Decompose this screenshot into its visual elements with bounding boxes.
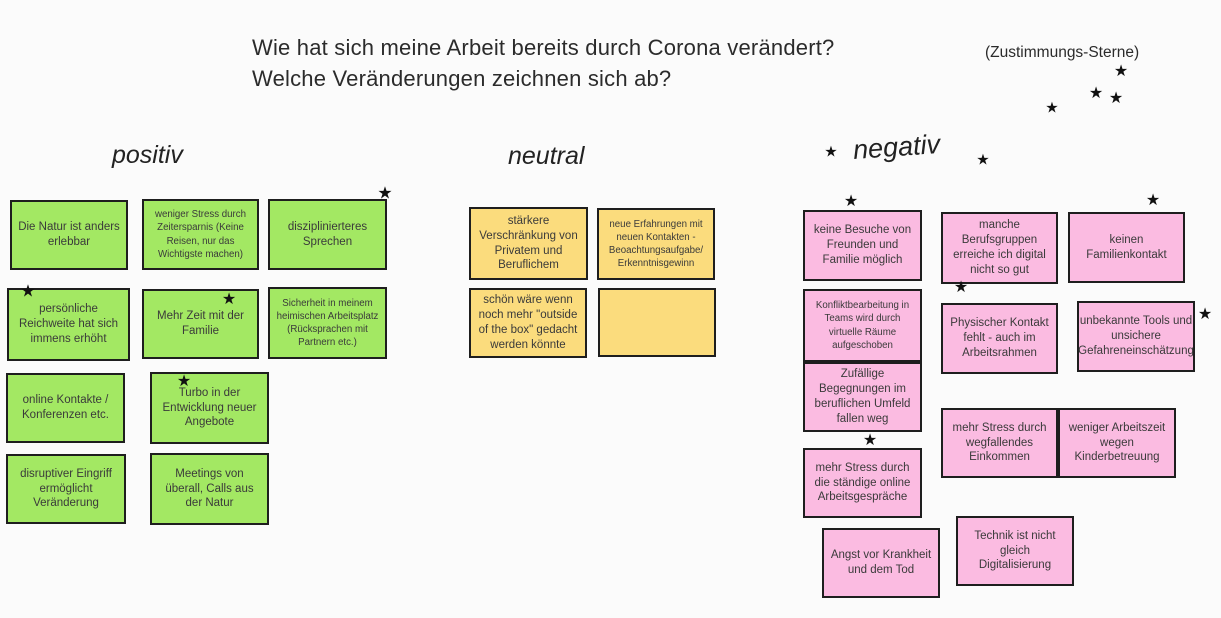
sticky-note-text: Konfliktbearbeitung in Teams wird durch … <box>815 300 910 351</box>
sticky-note-positiv-1[interactable]: Die Natur ist anders erlebbar <box>10 200 128 270</box>
sticky-note-positiv-7[interactable]: online Kontakte / Konferenzen etc. <box>6 373 125 443</box>
sticky-note-negativ-1[interactable]: keine Besuche von Freunden und Familie m… <box>803 210 922 281</box>
star-icon[interactable]: ★ <box>843 193 859 210</box>
sticky-note-text: Mehr Zeit mit der Familie <box>157 310 244 337</box>
star-icon[interactable]: ★ <box>20 281 36 301</box>
sticky-note-negativ-7[interactable]: Zufällige Begegnungen im beruflichen Umf… <box>803 362 922 432</box>
board-title-line2: Welche Veränderungen zeichnen sich ab? <box>252 66 672 91</box>
sticky-note-text: keine Besuche von Freunden und Familie m… <box>813 224 912 266</box>
sticky-note-positiv-8[interactable]: Turbo in der Entwicklung neuer Angebote <box>150 372 269 444</box>
sticky-note-negativ-9[interactable]: weniger Arbeitszeit wegen Kinderbetreuun… <box>1058 408 1176 478</box>
star-icon[interactable]: ★ <box>221 291 237 308</box>
sticky-note-text: Physischer Kontakt fehlt - auch im Arbei… <box>950 317 1049 359</box>
sticky-note-text: mehr Stress durch wegfallendes Einkommen <box>952 421 1047 464</box>
star-icon[interactable]: ★ <box>1145 192 1161 209</box>
sticky-note-text: Turbo in der Entwicklung neuer Angebote <box>162 386 257 429</box>
sticky-note-text: Technik ist nicht gleich Digitalisierung <box>974 529 1056 572</box>
sticky-note-negativ-3[interactable]: keinen Familienkontakt <box>1068 212 1185 283</box>
sticky-note-text: schön wäre wenn noch mehr "outside of th… <box>478 294 578 351</box>
sticky-note-positiv-3[interactable]: disziplinierteres Sprechen <box>268 199 387 270</box>
sticky-note-text: persönliche Reichweite hat sich immens e… <box>18 303 119 345</box>
sticky-note-text: mehr Stress durch die ständige online Ar… <box>814 461 911 504</box>
sticky-note-text: Sicherheit in meinem heimischen Arbeitsp… <box>276 297 379 349</box>
sticky-note-neutral-2[interactable]: neue Erfahrungen mit neuen Kontakten - B… <box>597 208 715 280</box>
sticky-note-text: Angst vor Krankheit und dem Tod <box>830 549 932 576</box>
column-header-neutral: neutral <box>508 142 585 170</box>
star-icon[interactable]: ★ <box>377 183 393 203</box>
sticky-note-negativ-11[interactable]: Angst vor Krankheit und dem Tod <box>822 528 940 598</box>
star-icon[interactable]: ★ <box>976 151 990 169</box>
star-icon[interactable]: ★ <box>862 432 878 449</box>
star-icon[interactable]: ★ <box>1108 90 1124 107</box>
sticky-note-neutral-4[interactable] <box>598 288 716 357</box>
sticky-note-text: Meetings von überall, Calls aus der Natu… <box>165 467 254 510</box>
board-title-line1: Wie hat sich meine Arbeit bereits durch … <box>252 35 835 60</box>
sticky-note-positiv-4[interactable]: persönliche Reichweite hat sich immens e… <box>7 288 130 361</box>
board-title: Wie hat sich meine Arbeit bereits durch … <box>252 32 834 94</box>
sticky-note-negativ-12[interactable]: Technik ist nicht gleich Digitalisierung <box>956 516 1074 586</box>
star-icon[interactable]: ★ <box>824 143 838 161</box>
star-icon[interactable]: ★ <box>953 279 969 296</box>
star-icon[interactable]: ★ <box>1113 63 1129 80</box>
legend-label: (Zustimmungs-Sterne) <box>985 44 1140 61</box>
column-header-negativ: negativ <box>852 129 941 166</box>
sticky-note-text: stärkere Verschränkung von Privatem und … <box>479 214 578 272</box>
sticky-note-negativ-2[interactable]: manche Berufsgruppen erreiche ich digita… <box>941 212 1058 284</box>
sticky-note-negativ-10[interactable]: mehr Stress durch die ständige online Ar… <box>803 448 922 518</box>
sticky-note-text: disziplinierteres Sprechen <box>287 220 368 248</box>
sticky-note-text: Zufällige Begegnungen im beruflichen Umf… <box>814 368 911 425</box>
sticky-note-text: weniger Arbeitszeit wegen Kinderbetreuun… <box>1068 421 1166 464</box>
sticky-note-positiv-6[interactable]: Sicherheit in meinem heimischen Arbeitsp… <box>268 287 387 359</box>
sticky-note-text: Die Natur ist anders erlebbar <box>18 221 120 248</box>
star-icon[interactable]: ★ <box>1088 85 1104 102</box>
sticky-note-text: unbekannte Tools und unsichere Gefahrene… <box>1078 315 1194 357</box>
sticky-note-negativ-6[interactable]: unbekannte Tools und unsichere Gefahrene… <box>1077 301 1195 372</box>
sticky-note-negativ-4[interactable]: Konfliktbearbeitung in Teams wird durch … <box>803 289 922 362</box>
sticky-note-neutral-3[interactable]: schön wäre wenn noch mehr "outside of th… <box>469 288 587 358</box>
sticky-note-text: weniger Stress durch Zeitersparnis (Kein… <box>155 209 246 260</box>
sticky-note-negativ-8[interactable]: mehr Stress durch wegfallendes Einkommen <box>941 408 1058 478</box>
sticky-note-neutral-1[interactable]: stärkere Verschränkung von Privatem und … <box>469 207 588 280</box>
star-icon[interactable]: ★ <box>1197 306 1213 323</box>
sticky-note-positiv-9[interactable]: disruptiver Eingriff ermöglicht Veränder… <box>6 454 126 524</box>
sticky-note-text: disruptiver Eingriff ermöglicht Veränder… <box>20 467 112 510</box>
sticky-note-negativ-5[interactable]: Physischer Kontakt fehlt - auch im Arbei… <box>941 303 1058 374</box>
sticky-note-positiv-5[interactable]: Mehr Zeit mit der Familie <box>142 289 259 359</box>
column-header-positiv: positiv <box>112 141 183 169</box>
star-icon[interactable]: ★ <box>176 373 192 390</box>
sticky-note-text: keinen Familienkontakt <box>1086 233 1167 261</box>
sticky-note-positiv-2[interactable]: weniger Stress durch Zeitersparnis (Kein… <box>142 199 259 270</box>
star-icon[interactable]: ★ <box>1045 99 1059 117</box>
sticky-note-text: manche Berufsgruppen erreiche ich digita… <box>953 219 1046 276</box>
sticky-note-text: neue Erfahrungen mit neuen Kontakten - B… <box>608 218 704 270</box>
sticky-note-text: online Kontakte / Konferenzen etc. <box>22 394 109 421</box>
sticky-note-positiv-10[interactable]: Meetings von überall, Calls aus der Natu… <box>150 453 269 525</box>
